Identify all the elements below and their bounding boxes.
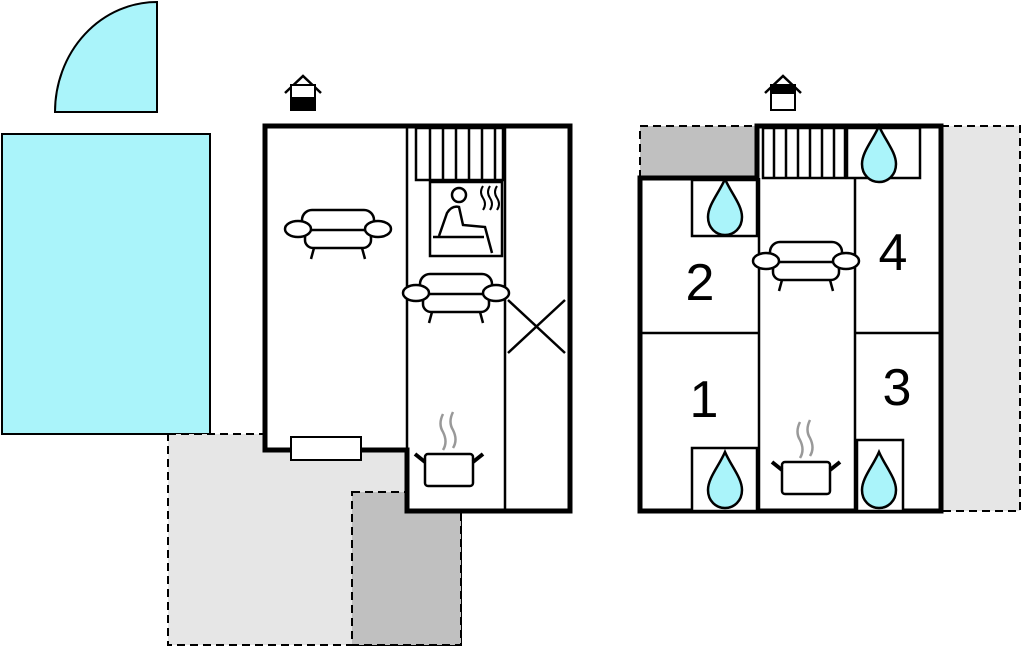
- terrace-dark: [639, 125, 758, 179]
- door: [290, 436, 362, 461]
- pool-basin: [1, 133, 211, 435]
- stairs: [414, 126, 505, 182]
- sauna-icon: [428, 180, 504, 258]
- room-number-3: 3: [883, 359, 912, 417]
- void-cross: [507, 299, 566, 354]
- entrance-house-icon: [763, 74, 803, 112]
- ground-floor: [262, 74, 573, 514]
- pool-quarter-circle: [53, 0, 158, 113]
- room-number-1: 1: [690, 371, 719, 429]
- upper-floor: 2 4 1 3: [637, 74, 944, 514]
- room-number-2: 2: [686, 254, 715, 312]
- stairs: [761, 126, 847, 180]
- terrace-light: [940, 125, 1021, 512]
- room-number-4: 4: [879, 224, 908, 282]
- terrace-dark: [351, 491, 462, 646]
- entrance-house-icon: [283, 74, 323, 112]
- pool: [1, 0, 211, 435]
